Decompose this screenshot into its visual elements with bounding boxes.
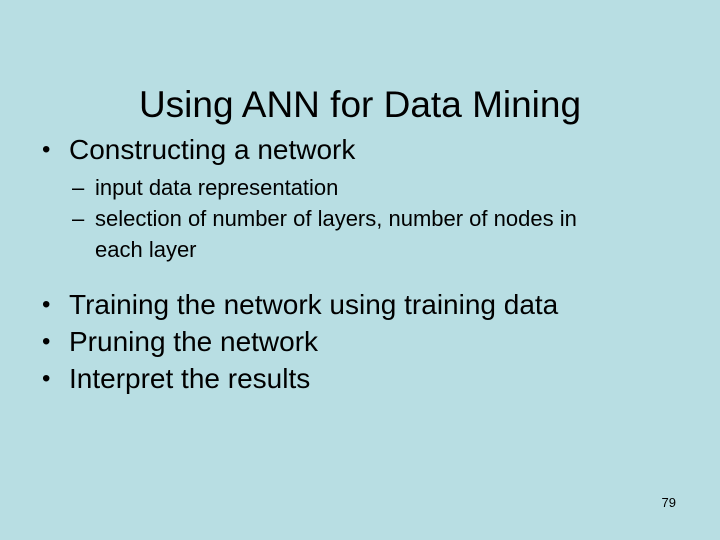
bullet-text: Training the network using training data <box>69 289 559 320</box>
sub-bullet-text: selection of number of layers, number of… <box>95 206 577 262</box>
slide-title: Using ANN for Data Mining <box>138 83 582 125</box>
bullet-marker-icon: • <box>42 365 51 392</box>
sub-bullet-item: – input data representation <box>72 172 688 203</box>
bullet-text: Interpret the results <box>69 363 311 394</box>
sub-bullet-item: – selection of number of layers, number … <box>72 203 688 265</box>
page-number: 79 <box>661 495 676 510</box>
bullet-text: Pruning the network <box>69 326 319 357</box>
bullet-marker-icon: • <box>42 136 51 163</box>
bullet-item: • Pruning the network <box>36 323 688 360</box>
slide-body: • Constructing a network – input data re… <box>36 131 688 397</box>
bullet-item: • Constructing a network <box>36 131 688 168</box>
sub-bullet-marker-icon: – <box>72 206 85 231</box>
sub-bullet-text: input data representation <box>95 175 339 200</box>
bullet-item: • Interpret the results <box>36 360 688 397</box>
sub-bullet-list: – input data representation – selection … <box>36 172 688 265</box>
bullet-item: • Training the network using training da… <box>36 286 688 323</box>
bullet-text: Constructing a network <box>69 134 356 165</box>
sub-bullet-marker-icon: – <box>72 175 85 200</box>
bullet-marker-icon: • <box>42 291 51 318</box>
bullet-marker-icon: • <box>42 328 51 355</box>
